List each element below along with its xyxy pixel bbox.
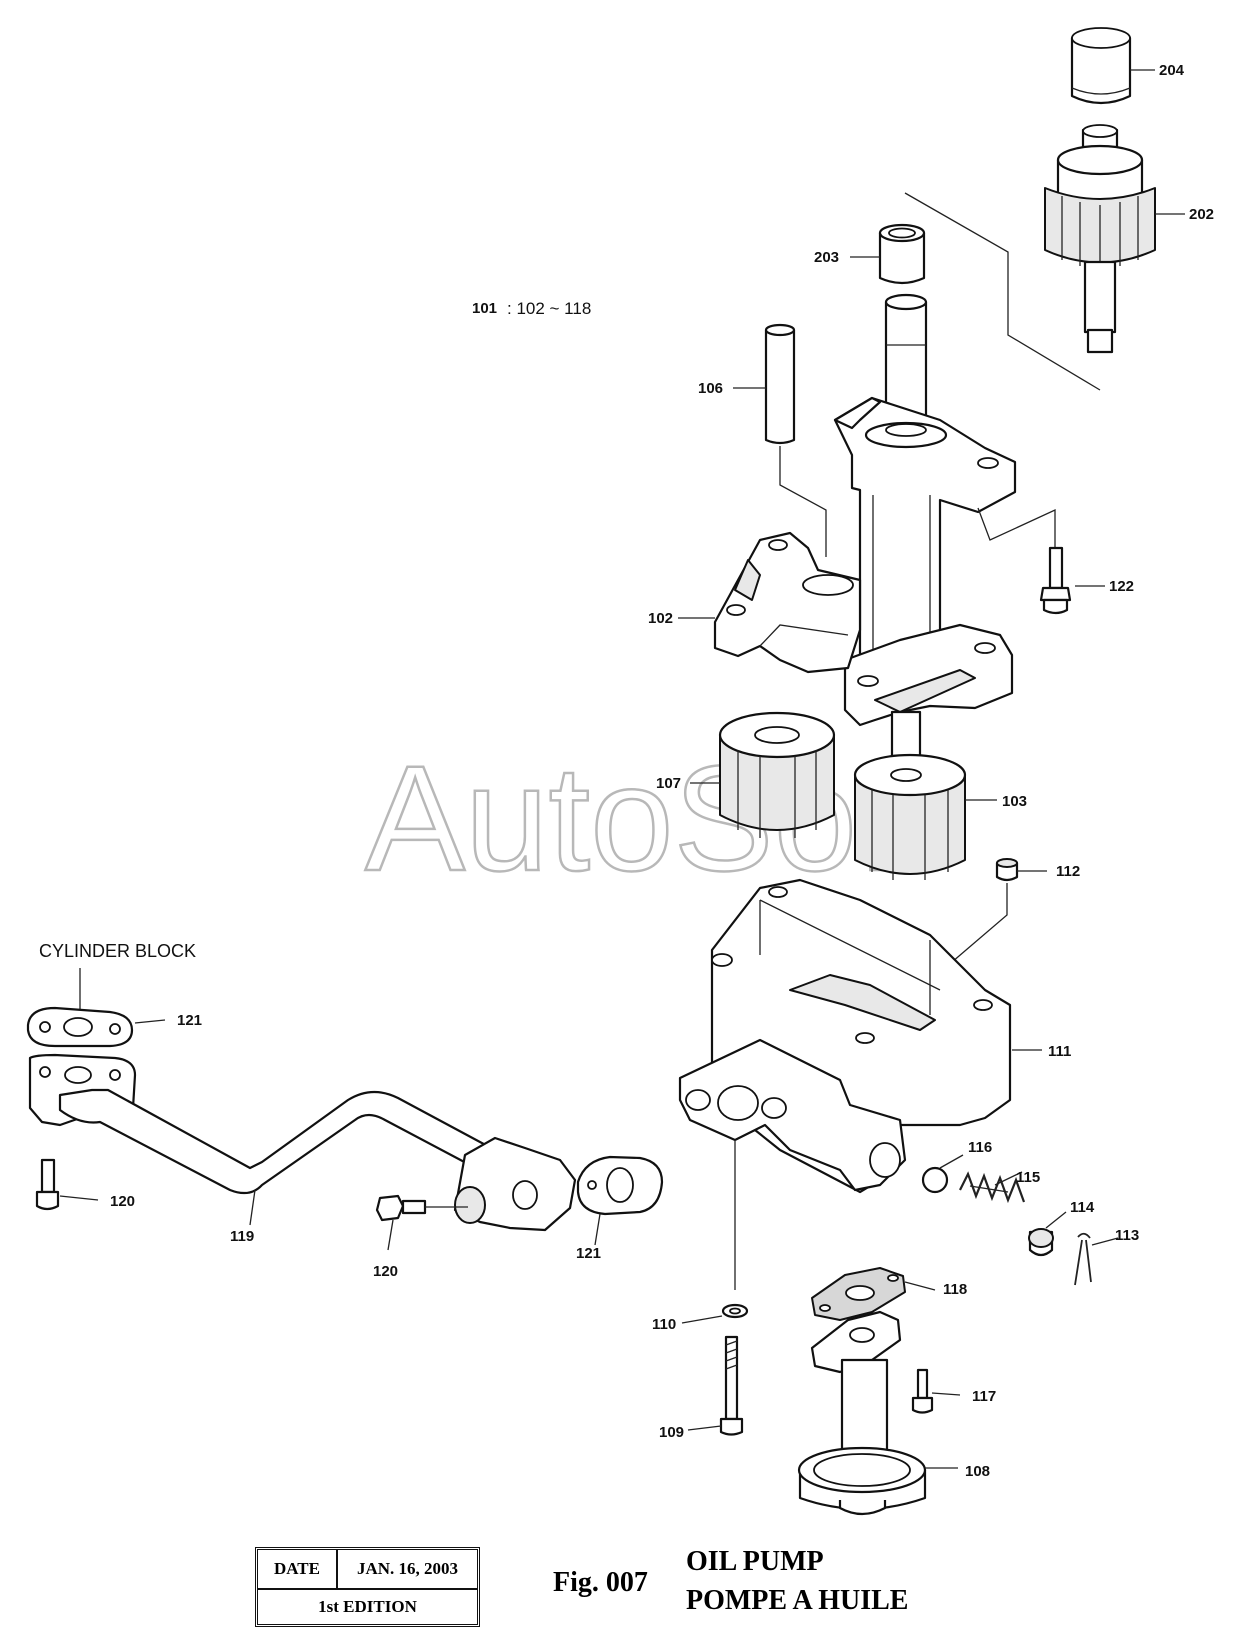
assembly-note-range: : 102 ~ 118 [507, 299, 591, 318]
part-112-plug [944, 858, 1047, 969]
part-118-gasket [811, 1267, 936, 1321]
part-101-pump-body [833, 293, 1056, 784]
callout-121-lower: 121 [576, 1245, 601, 1262]
callout-121-upper: 121 [177, 1012, 202, 1029]
figure-number: Fig. 007 [553, 1567, 648, 1598]
part-121-gasket-upper [26, 1006, 166, 1048]
part-113-split-pin [1074, 1232, 1119, 1286]
callout-203: 203 [814, 249, 839, 266]
callout-115: 115 [1016, 1169, 1040, 1186]
callout-120-left: 120 [110, 1193, 135, 1210]
part-107-gear [690, 711, 836, 838]
figure-title-english: OIL PUMP [686, 1546, 824, 1577]
callout-108: 108 [965, 1463, 990, 1480]
figure-title-french: POMPE A HUILE [686, 1585, 909, 1616]
callout-109: 109 [659, 1424, 684, 1441]
part-102-cover [678, 531, 862, 674]
callout-204: 204 [1159, 62, 1185, 79]
part-120-bolt-left [35, 1158, 99, 1211]
part-103-gear [853, 753, 997, 880]
part-204-sleeve [1070, 27, 1155, 105]
callout-labels: 204 202 203 106 122 102 107 103 112 111 … [110, 62, 1214, 1480]
callout-116: 116 [968, 1139, 992, 1156]
callout-112: 112 [1056, 863, 1080, 880]
part-114-cap [1028, 1211, 1067, 1257]
cylinder-block-label: CYLINDER BLOCK [39, 941, 196, 961]
callout-119: 119 [230, 1228, 254, 1245]
date-label: DATE [258, 1550, 338, 1588]
part-109-bolt [687, 1335, 744, 1436]
part-117-bolt [911, 1368, 961, 1414]
part-111-housing [678, 878, 1042, 1290]
part-203-coupling [850, 223, 926, 285]
edition-label: 1st EDITION [318, 1597, 417, 1616]
assembly-note-part: 101 [472, 300, 497, 317]
part-122-bolt [1039, 546, 1105, 615]
assembly-note: 101 : 102 ~ 118 [472, 299, 591, 318]
callout-113: 113 [1115, 1227, 1139, 1244]
part-116-ball [921, 1154, 964, 1194]
callout-114: 114 [1070, 1199, 1095, 1216]
part-106-pin [733, 323, 827, 557]
callout-118: 118 [943, 1281, 967, 1298]
part-108-strainer [797, 1310, 958, 1516]
callout-122: 122 [1109, 578, 1134, 595]
part-202-drive-gear [1044, 124, 1185, 354]
callout-120-middle: 120 [373, 1263, 398, 1280]
part-110-washer [681, 1303, 749, 1324]
callout-202: 202 [1189, 206, 1214, 223]
callout-110: 110 [652, 1316, 676, 1333]
title-block: DATE JAN. 16, 2003 1st EDITION [255, 1547, 480, 1627]
title-block-date-row: DATE JAN. 16, 2003 [258, 1550, 477, 1590]
part-119-pipe [28, 1053, 577, 1232]
watermark-text: AutoSoft [365, 734, 940, 902]
part-115-spring [959, 1171, 1026, 1204]
callout-107: 107 [656, 775, 681, 792]
callout-106: 106 [698, 380, 723, 397]
part-121-gasket-lower [576, 1155, 664, 1246]
callout-117: 117 [972, 1388, 996, 1405]
callout-111: 111 [1048, 1043, 1071, 1060]
date-value: JAN. 16, 2003 [356, 1559, 459, 1578]
leader-202-203 [904, 192, 1101, 391]
callout-102: 102 [648, 610, 673, 627]
callout-103: 103 [1002, 793, 1027, 810]
part-120-bolt-middle [375, 1194, 468, 1251]
